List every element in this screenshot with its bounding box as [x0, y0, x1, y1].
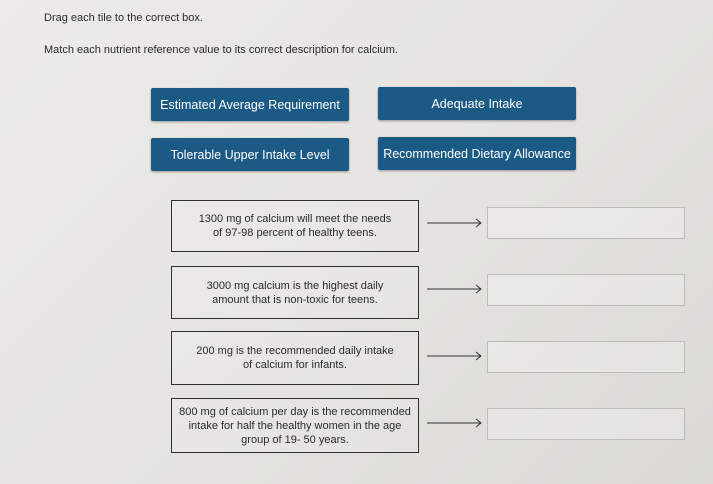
arrow-right-icon [427, 284, 482, 294]
description-text-3: 200 mg is the recommended daily intake o… [196, 344, 394, 372]
description-line: intake for half the healthy women in the… [188, 419, 402, 432]
tile-estimated-average-requirement[interactable]: Estimated Average Requirement [151, 88, 349, 121]
arrow-right-icon [427, 418, 482, 428]
description-line: of 97-98 percent of healthy teens. [213, 227, 377, 239]
instruction-drag: Drag each tile to the correct box. [44, 12, 203, 24]
tile-tolerable-upper-intake-level[interactable]: Tolerable Upper Intake Level [151, 138, 349, 171]
drop-target-4[interactable] [487, 408, 685, 440]
description-box-4: 800 mg of calcium per day is the recomme… [171, 398, 419, 453]
tile-recommended-dietary-allowance[interactable]: Recommended Dietary Allowance [378, 137, 576, 170]
description-box-2: 3000 mg calcium is the highest daily amo… [171, 266, 419, 319]
description-line: of calcium for infants. [243, 359, 347, 371]
description-text-4: 800 mg of calcium per day is the recomme… [179, 405, 411, 447]
description-line: amount that is non-toxic for teens. [212, 293, 378, 306]
description-line: group of 19- 50 years. [241, 433, 349, 446]
description-line: 1300 mg of calcium will meet the needs [198, 213, 392, 225]
drop-target-2[interactable] [487, 274, 685, 306]
description-box-3: 200 mg is the recommended daily intake o… [171, 331, 419, 385]
description-box-1: 1300 mg of calcium will meet the needs o… [171, 200, 419, 252]
drop-target-3[interactable] [487, 341, 685, 373]
arrow-right-icon [427, 218, 482, 228]
description-line: 3000 mg calcium is the highest daily [206, 279, 384, 292]
arrow-right-icon [427, 351, 482, 361]
description-text-2: 3000 mg calcium is the highest daily amo… [207, 279, 384, 307]
drop-target-1[interactable] [487, 207, 685, 239]
tile-adequate-intake[interactable]: Adequate Intake [378, 87, 576, 120]
description-text-1: 1300 mg of calcium will meet the needs o… [199, 212, 392, 240]
description-line: 800 mg of calcium per day is the recomme… [179, 405, 411, 418]
instruction-match: Match each nutrient reference value to i… [44, 44, 398, 56]
description-line: 200 mg is the recommended daily intake [196, 345, 394, 357]
